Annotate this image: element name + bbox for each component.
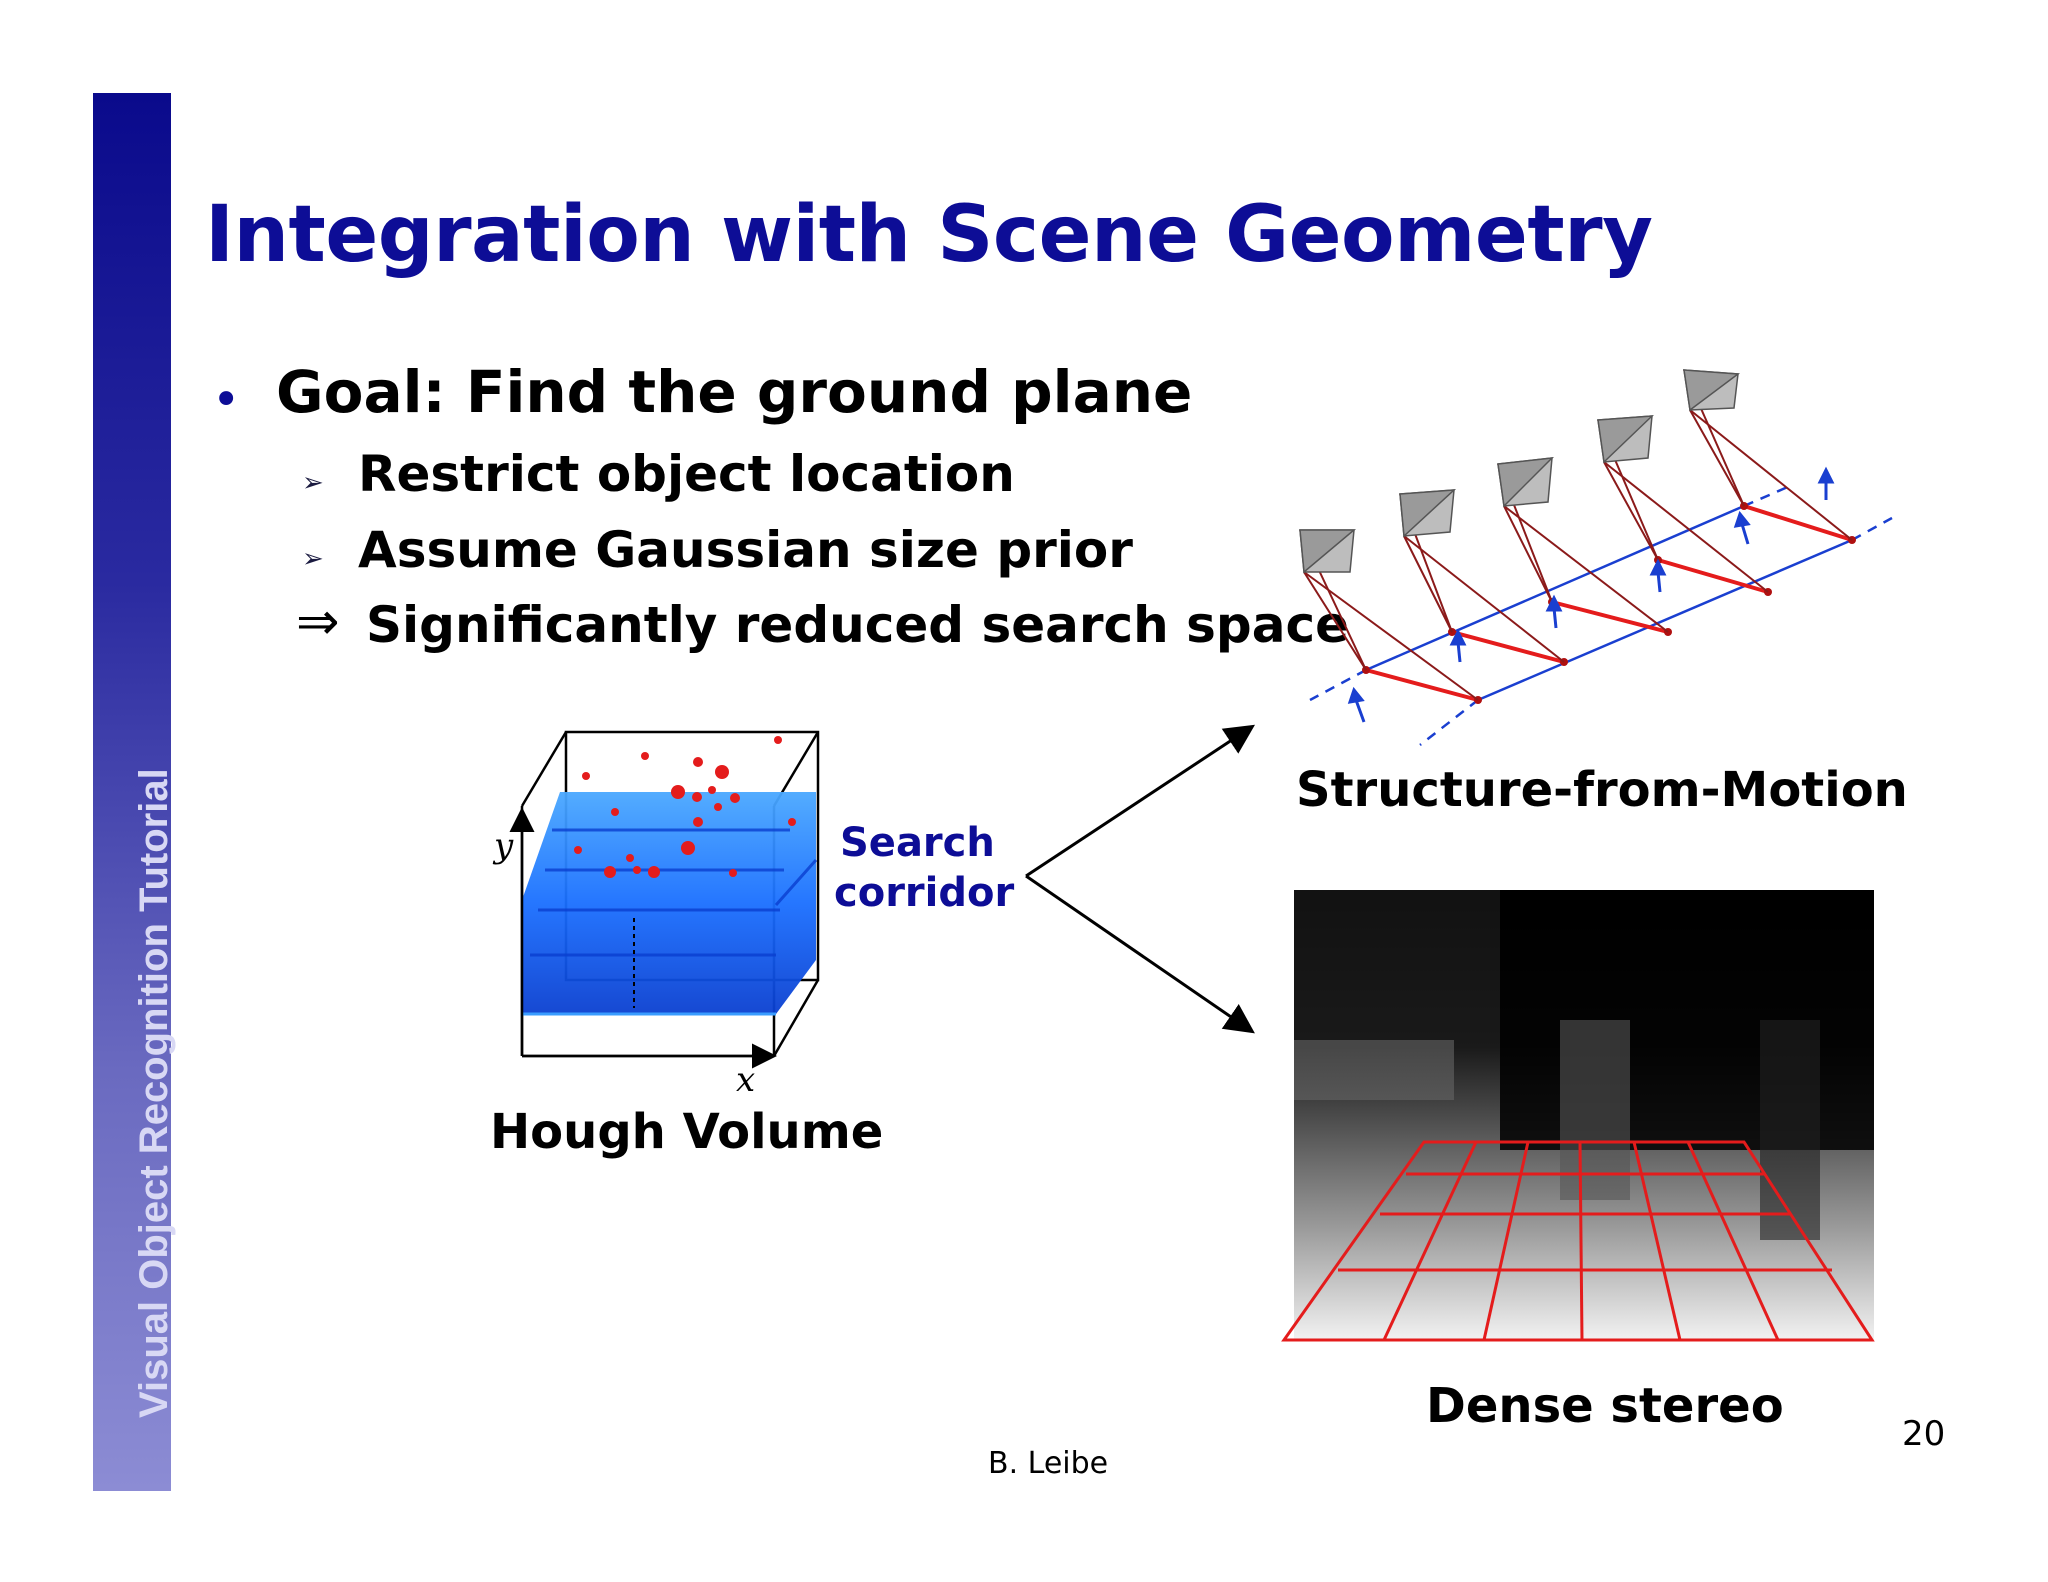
sidebar-bar <box>93 93 171 1491</box>
dense-stereo-image <box>1281 890 1875 1342</box>
hough-volume-diagram <box>509 730 820 1069</box>
implies-icon: ⇒ <box>296 592 340 652</box>
slide-title: Integration with Scene Geometry <box>205 190 1653 280</box>
arrowhead-bullet-icon: ➢ <box>302 544 324 574</box>
branch-arrows <box>1025 724 1256 1034</box>
hough-volume-label: Hough Volume <box>490 1104 884 1160</box>
arrowhead-bullet-icon: ➢ <box>302 468 324 498</box>
sub-bullet-1: Restrict object location <box>358 445 1015 503</box>
axis-y-label: y <box>494 826 514 866</box>
sfm-label: Structure-from-Motion <box>1296 762 1908 818</box>
search-corridor-label-line1: Search <box>840 820 995 866</box>
footer-author: B. Leibe <box>988 1446 1109 1481</box>
sfm-diagram <box>1299 369 1893 746</box>
sub-bullet-2: Assume Gaussian size prior <box>358 521 1133 579</box>
implication-text: Significantly reduced search space <box>366 596 1350 654</box>
axis-x-label: x <box>736 1060 756 1100</box>
bullet-icon: • <box>212 372 241 428</box>
dense-stereo-label: Dense stereo <box>1426 1378 1784 1434</box>
main-bullet: Goal: Find the ground plane <box>276 358 1193 426</box>
page-number: 20 <box>1902 1414 1946 1454</box>
search-corridor-label-line2: corridor <box>834 870 1015 916</box>
